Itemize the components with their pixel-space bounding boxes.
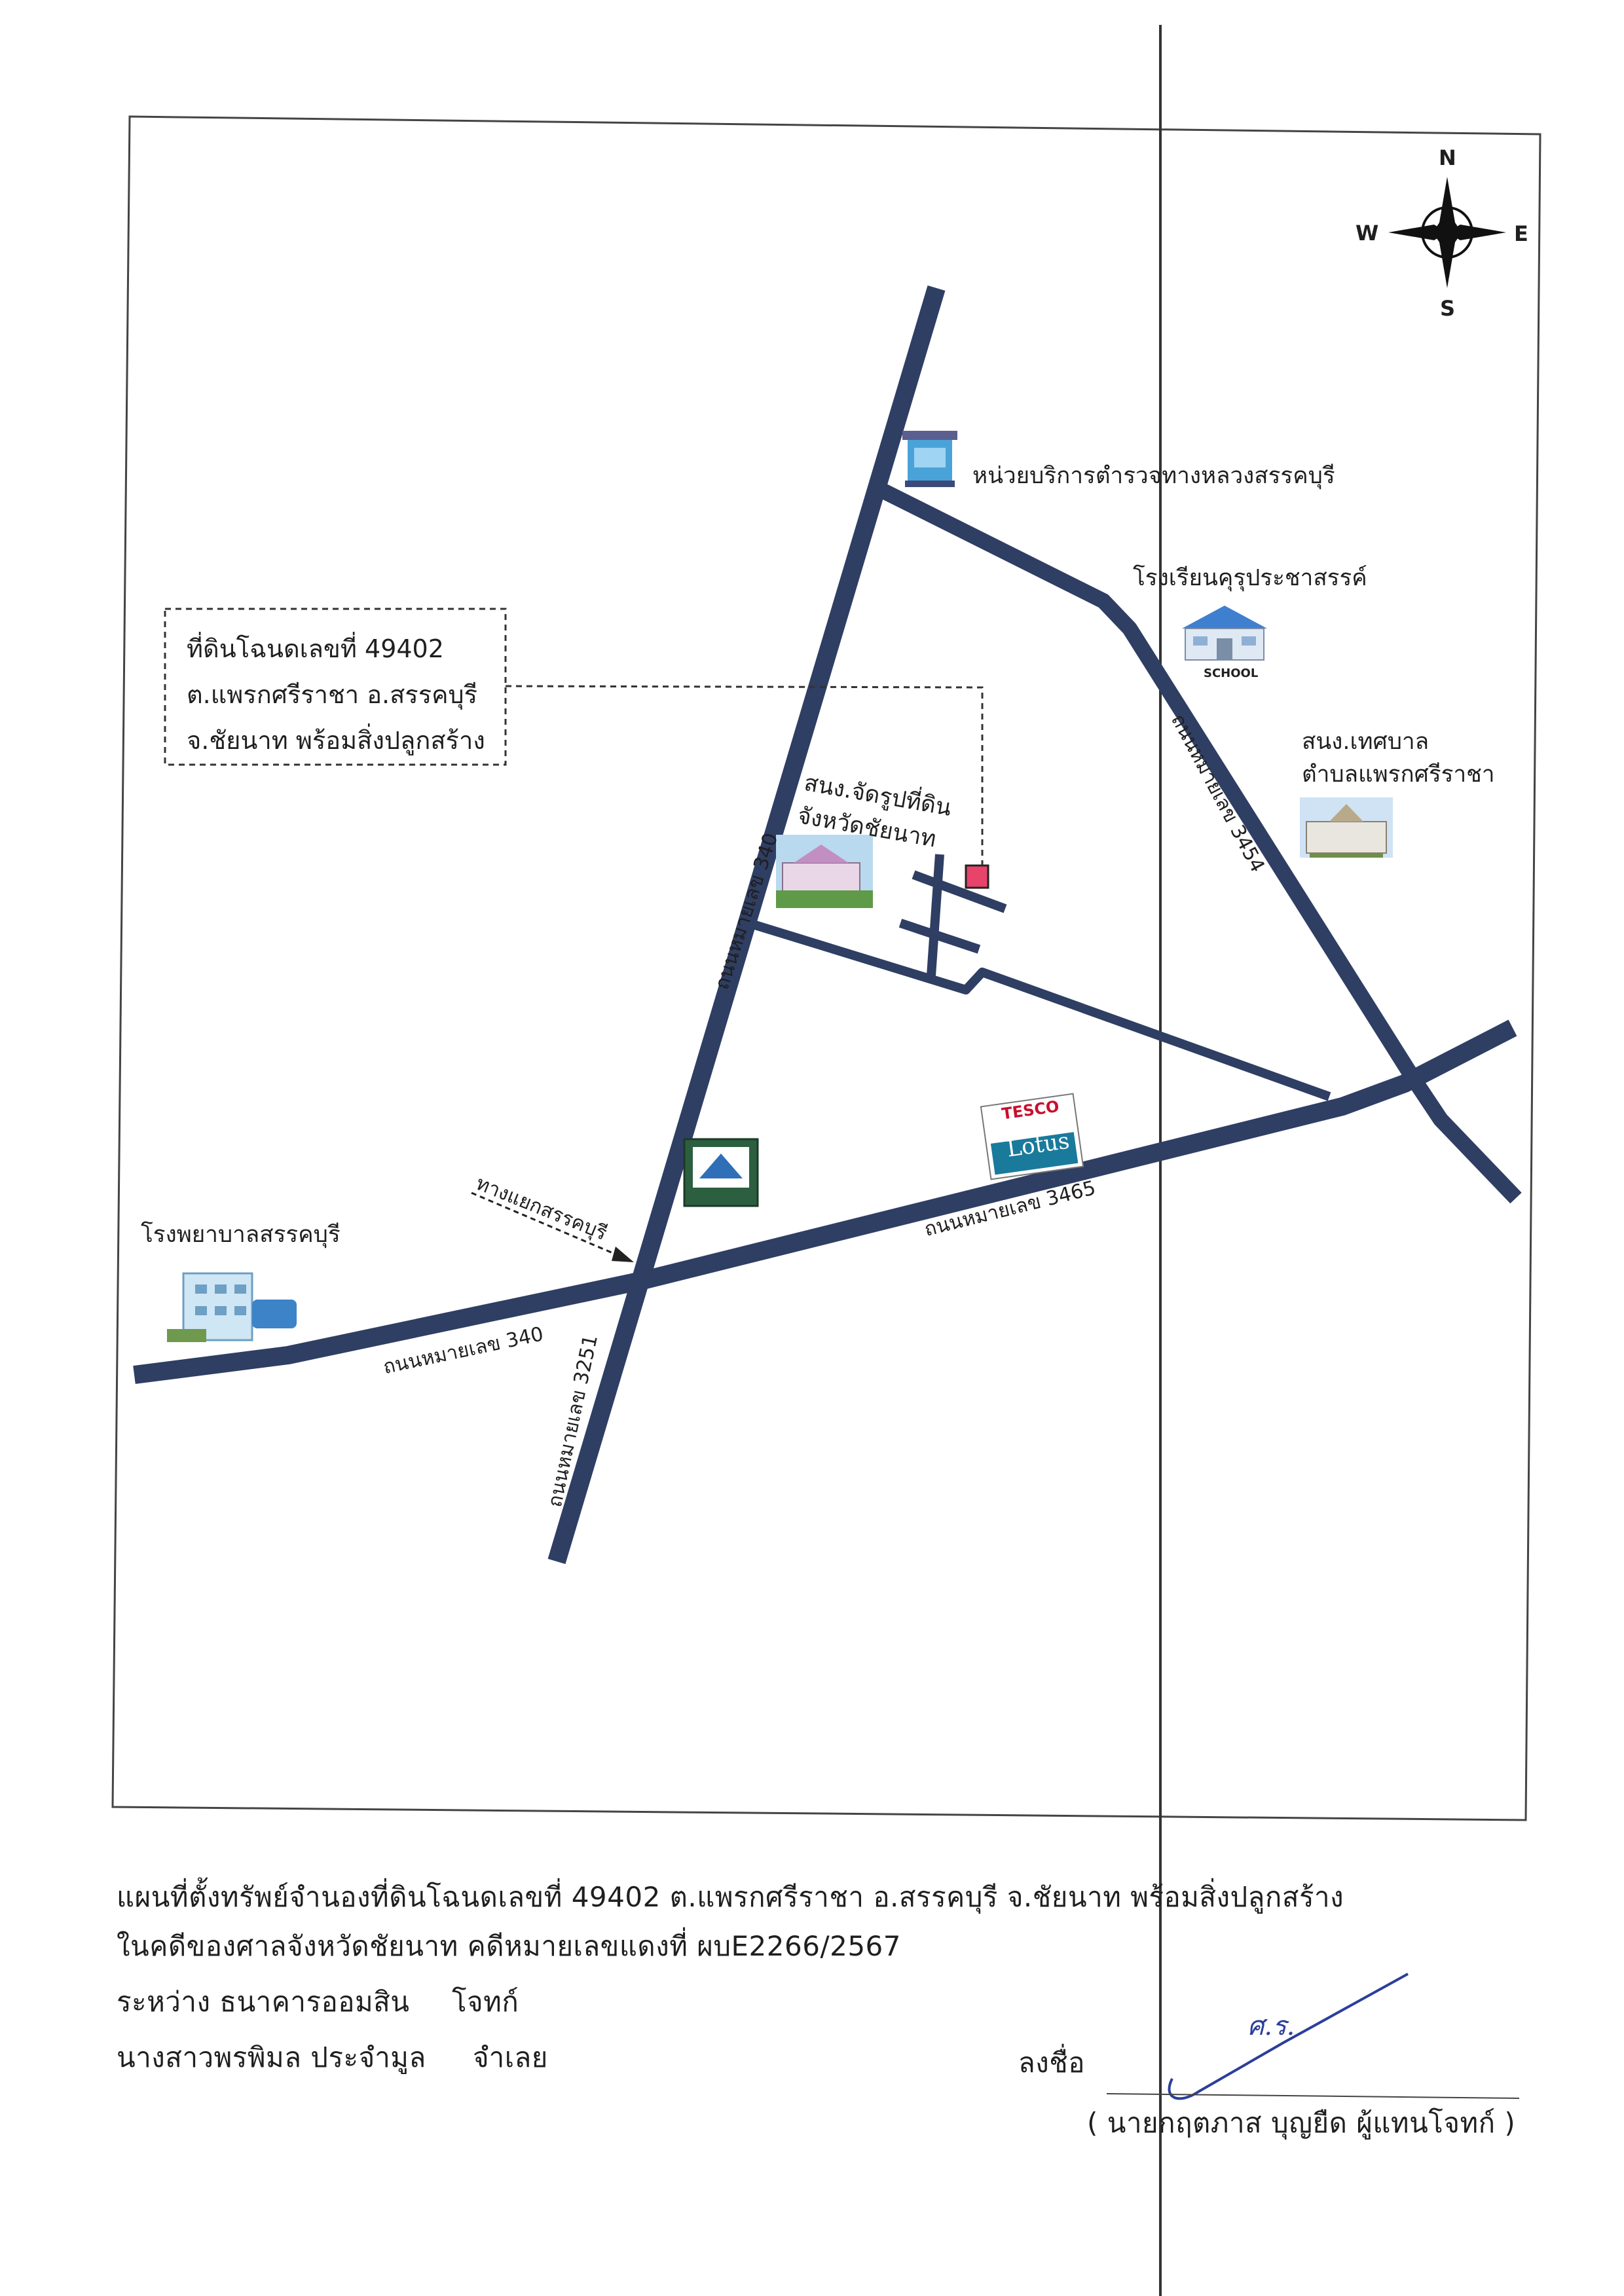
road-3465-340-west xyxy=(133,1019,1517,1384)
footer-defendant: นางสาวพรพิมล ประจำมูล xyxy=(117,2041,426,2073)
school-label: โรงเรียนคุรุประชาสรรค์ xyxy=(1133,565,1367,591)
sign-label: ลงชื่อ xyxy=(1018,2047,1085,2079)
tesco-lotus-logo xyxy=(980,1093,1084,1180)
police-booth-icon xyxy=(902,431,957,487)
junction-arrow-icon xyxy=(471,1192,634,1262)
footer-plaintiff: ระหว่าง ธนาคารออมสิน xyxy=(117,1986,410,2018)
compass-south: S xyxy=(1440,296,1456,321)
road-stub-upper xyxy=(912,870,1007,913)
municipality-label-1: สนง.เทศบาล xyxy=(1302,729,1430,755)
footer-plaintiff-role: โจทก์ xyxy=(452,1986,519,2018)
road-3454 xyxy=(877,483,1522,1204)
municipality-label-2: ตำบลแพรกศรีราชา xyxy=(1302,761,1495,788)
school-icon xyxy=(1182,606,1267,661)
municipality-office-image xyxy=(1300,797,1393,858)
signer-name: ( นายกฤตภาส บุญยืด ผู้แทนโจทก์ ) xyxy=(1087,2107,1516,2139)
road-stub-lower xyxy=(898,919,981,954)
road-network xyxy=(133,285,1522,1565)
hospital-image xyxy=(167,1272,297,1342)
compass-east: E xyxy=(1514,221,1528,246)
hospital-label: โรงพยาบาลสรรคบุรี xyxy=(141,1222,341,1248)
compass-west: W xyxy=(1356,221,1379,246)
signature-line xyxy=(1106,2093,1520,2099)
road-340-north xyxy=(547,285,946,1565)
footer-case: ในคดีของศาลจังหวัดชัยนาท คดีหมายเลขแดงที… xyxy=(117,1930,901,1962)
callout-box xyxy=(164,608,507,766)
compass-icon xyxy=(1388,177,1506,288)
road-stub-vertical xyxy=(927,854,944,976)
bank-logo-icon xyxy=(683,1138,759,1207)
signature-mark xyxy=(1168,1973,1409,2100)
police-label: หน่วยบริการตำรวจทางหลวงสรรคบุรี xyxy=(972,463,1335,489)
compass-north: N xyxy=(1439,145,1456,170)
callout-location: ต.แพรกศรีราชา อ.สรรคบุรี xyxy=(187,680,478,709)
plot-marker xyxy=(965,864,989,889)
callout-title: ที่ดินโฉนดเลขที่ 49402 xyxy=(187,634,444,663)
footer-description: แผนที่ตั้งทรัพย์จำนองที่ดินโฉนดเลขที่ 49… xyxy=(117,1881,1344,1913)
callout-leader xyxy=(505,685,984,866)
school-sign: SCHOOL xyxy=(1204,666,1259,680)
signature-scribble: ศ.ร. xyxy=(1247,2011,1295,2041)
footer-defendant-role: จำเลย xyxy=(473,2041,548,2073)
callout-province: จ.ชัยนาท พร้อมสิ่งปลูกสร้าง xyxy=(187,726,485,755)
map-frame xyxy=(111,115,1541,1821)
land-office-image xyxy=(776,835,873,908)
road-branch-east xyxy=(751,920,1331,1101)
